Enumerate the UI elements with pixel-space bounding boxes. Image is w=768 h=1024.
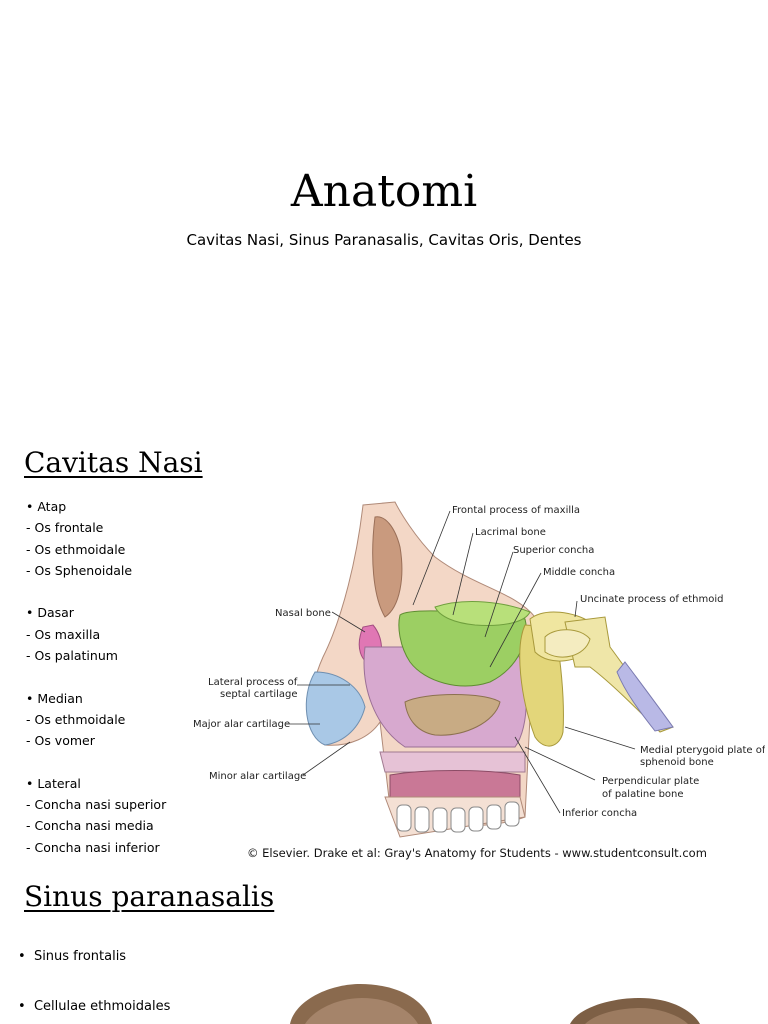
sinus-list-item: • Sinus frontalis xyxy=(18,948,126,966)
list-item: - Os maxilla xyxy=(26,624,166,645)
list-item: - Os ethmoidale xyxy=(26,709,166,730)
label-middle-concha: Middle concha xyxy=(543,567,615,578)
cavitas-nasi-list: • Atap- Os frontale- Os ethmoidale- Os S… xyxy=(26,496,166,858)
label-nasal-bone: Nasal bone xyxy=(275,608,331,619)
label-superior-concha: Superior concha xyxy=(513,545,594,556)
label-frontal-process: Frontal process of maxilla xyxy=(452,505,580,516)
sinus-item-label: Sinus frontalis xyxy=(34,949,126,964)
list-item: - Os vomer xyxy=(26,730,166,751)
label-medial-pterygoid-line2: sphenoid bone xyxy=(640,757,714,768)
list-item: - Os frontale xyxy=(26,517,166,538)
nasal-cavity-anatomy-figure: Frontal process of maxilla Lacrimal bone… xyxy=(185,497,765,867)
label-lateral-process-line2: septal cartilage xyxy=(220,689,298,700)
label-minor-alar-cartilage: Minor alar cartilage xyxy=(209,771,306,782)
list-item: - Concha nasi inferior xyxy=(26,837,166,858)
list-item: • Median xyxy=(26,688,166,709)
list-item: - Concha nasi superior xyxy=(26,794,166,815)
figure-credit: © Elsevier. Drake et al: Gray's Anatomy … xyxy=(247,846,707,860)
section-heading-sinus-paranasalis: Sinus paranasalis xyxy=(24,880,274,914)
list-item: • Atap xyxy=(26,496,166,517)
head-photo-tops xyxy=(0,970,768,1024)
list-item: - Concha nasi media xyxy=(26,815,166,836)
list-item: - Os ethmoidale xyxy=(26,539,166,560)
list-item: • Lateral xyxy=(26,773,166,794)
list-spacer xyxy=(26,752,166,773)
list-item: • Dasar xyxy=(26,602,166,623)
label-perpendicular-plate-line2: of palatine bone xyxy=(602,789,684,800)
list-item: - Os Sphenoidale xyxy=(26,560,166,581)
label-perpendicular-plate-line1: Perpendicular plate xyxy=(602,776,699,787)
section-heading-cavitas-nasi: Cavitas Nasi xyxy=(24,446,203,480)
label-lateral-process-line1: Lateral process of xyxy=(208,677,298,688)
label-inferior-concha: Inferior concha xyxy=(562,808,637,819)
label-medial-pterygoid-line1: Medial pterygoid plate of xyxy=(640,745,765,756)
label-lacrimal-bone: Lacrimal bone xyxy=(475,527,546,538)
page-title: Anatomi xyxy=(0,166,768,218)
list-item: - Os palatinum xyxy=(26,645,166,666)
label-major-alar-cartilage: Major alar cartilage xyxy=(193,719,290,730)
page-subtitle: Cavitas Nasi, Sinus Paranasalis, Cavitas… xyxy=(0,230,768,250)
label-uncinate-process: Uncinate process of ethmoid xyxy=(580,594,723,605)
list-spacer xyxy=(26,666,166,687)
list-spacer xyxy=(26,581,166,602)
